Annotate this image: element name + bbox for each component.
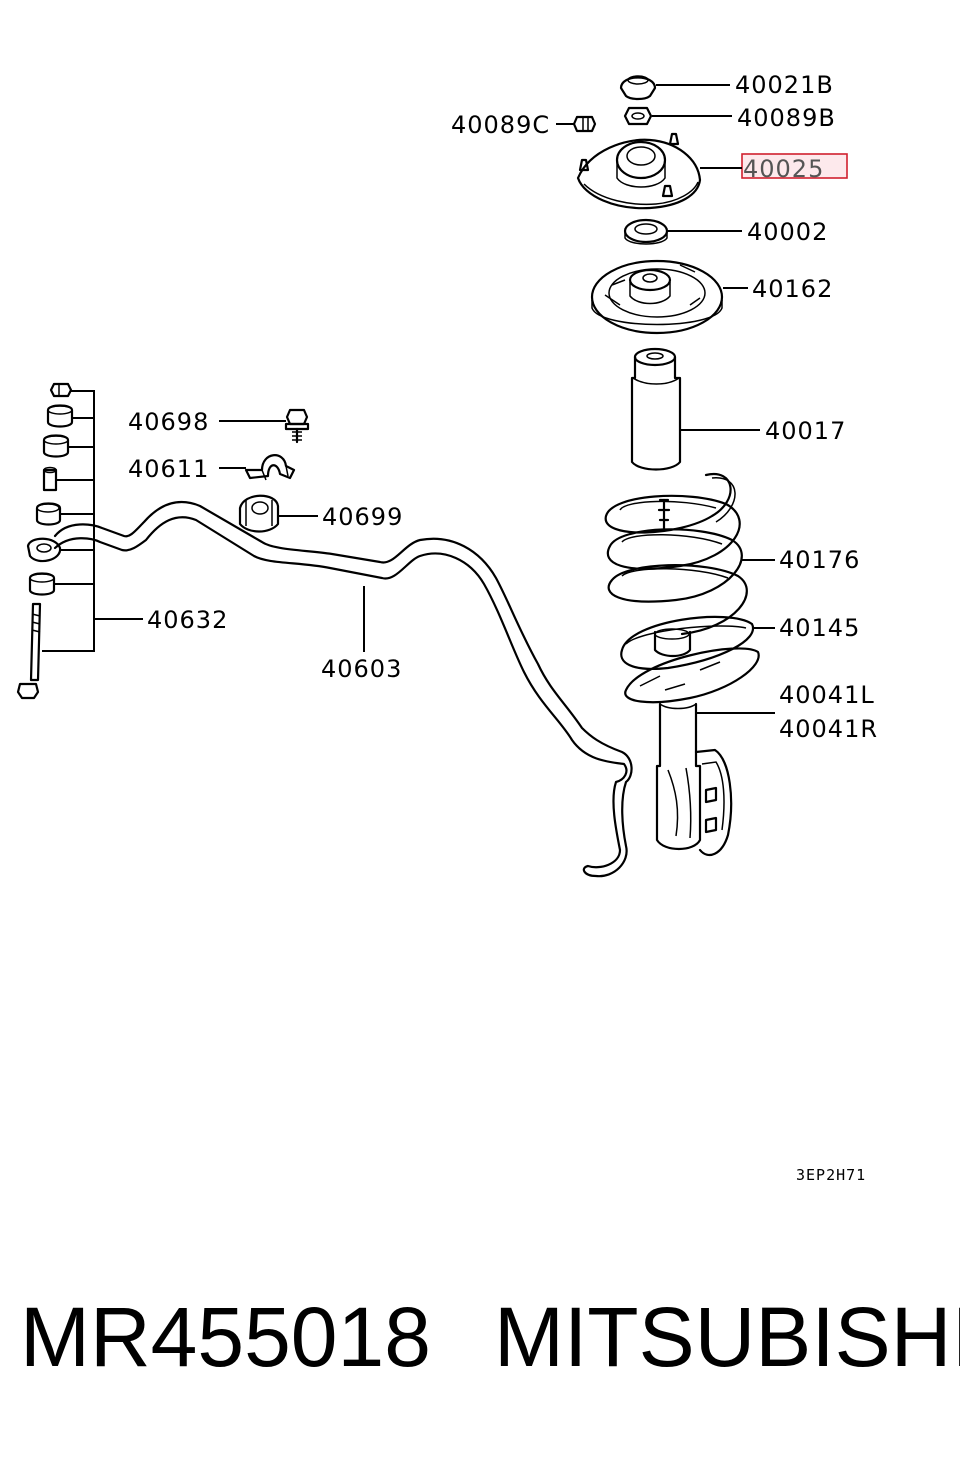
part-40611-bracket[interactable] — [244, 454, 296, 481]
label-40021b[interactable]: 40021B — [735, 71, 834, 99]
label-40089b[interactable]: 40089B — [737, 104, 836, 132]
label-40162[interactable]: 40162 — [752, 275, 833, 303]
part-40089b-nut[interactable] — [623, 106, 653, 126]
label-40699[interactable]: 40699 — [322, 503, 403, 531]
part-40017-dust-boot[interactable] — [630, 347, 682, 471]
label-40017[interactable]: 40017 — [765, 417, 846, 445]
label-40002[interactable]: 40002 — [747, 218, 828, 246]
part-40699-bushing[interactable] — [238, 494, 280, 533]
part-40025-strut-mount[interactable] — [576, 132, 702, 210]
footer-part-number: MR455018 — [20, 1290, 431, 1384]
label-40698[interactable]: 40698 — [128, 408, 209, 436]
part-40089c-nut[interactable] — [572, 115, 597, 133]
label-40611[interactable]: 40611 — [128, 455, 209, 483]
label-40041r[interactable]: 40041R — [779, 715, 878, 743]
part-40698-bolt[interactable] — [284, 408, 310, 444]
part-40176-coil-spring[interactable] — [604, 472, 748, 636]
footer-brand: MITSUBISHI — [494, 1290, 960, 1384]
part-40041-strut[interactable] — [624, 647, 760, 857]
label-40632[interactable]: 40632 — [147, 606, 228, 634]
label-40025[interactable]: 40025 — [743, 155, 824, 183]
link-kit-bracket — [42, 390, 95, 652]
part-40162-spring-seat[interactable] — [590, 259, 724, 335]
label-40089c[interactable]: 40089C — [451, 111, 550, 139]
label-40041l[interactable]: 40041L — [779, 681, 875, 709]
label-40176[interactable]: 40176 — [779, 546, 860, 574]
label-40603[interactable]: 40603 — [321, 655, 402, 683]
diagram-code: 3EP2H71 — [796, 1166, 866, 1184]
label-40145[interactable]: 40145 — [779, 614, 860, 642]
part-40145-lower-insulator[interactable] — [620, 615, 755, 670]
part-40021b-cap[interactable] — [619, 75, 657, 101]
part-40632-link-kit[interactable] — [16, 382, 74, 700]
part-40002-bearing[interactable] — [623, 218, 669, 245]
part-40603-stabilizer-bar[interactable] — [53, 501, 633, 878]
highlight-box-40025 — [741, 153, 848, 179]
